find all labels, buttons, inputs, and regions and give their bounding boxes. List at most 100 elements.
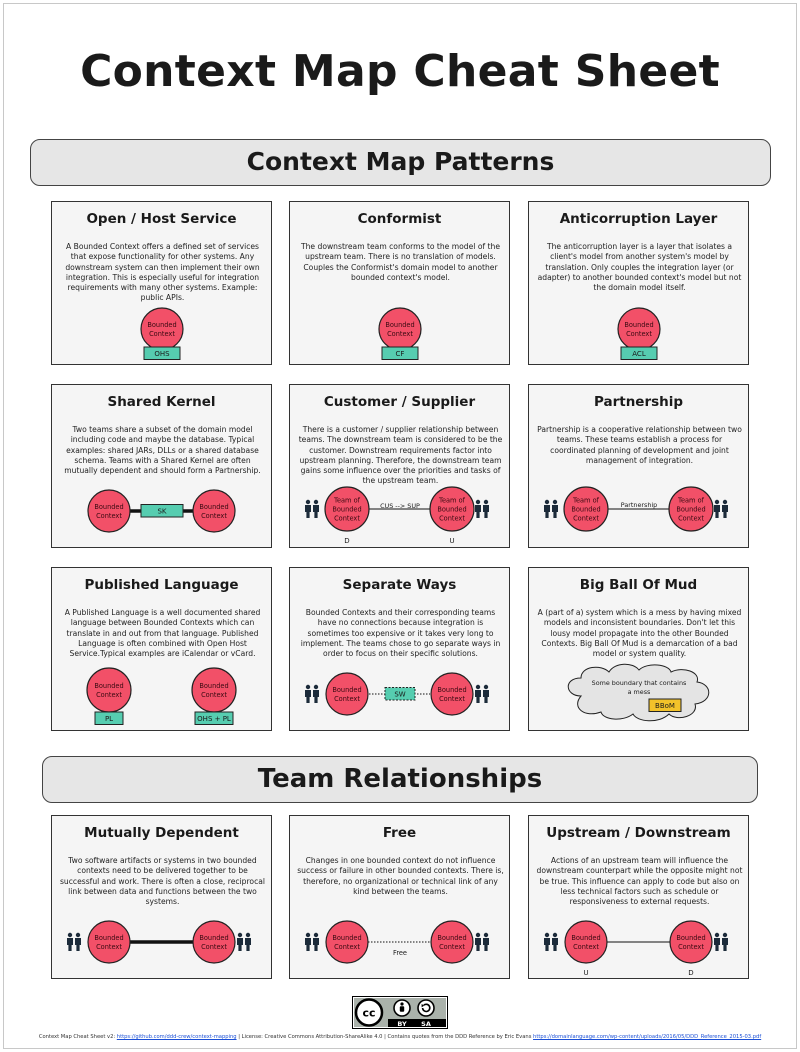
node-label: Bounded bbox=[676, 506, 705, 514]
right-team-a-body bbox=[475, 505, 481, 518]
bounded-context-node bbox=[564, 920, 608, 964]
card-conformist: Conformist The downstream team conforms … bbox=[289, 201, 510, 365]
bounded-context-node bbox=[87, 920, 131, 964]
bounded-context-node bbox=[325, 672, 369, 716]
node-label: Context bbox=[439, 515, 465, 523]
pattern-tag bbox=[143, 346, 181, 360]
ohs-pl-tag bbox=[194, 711, 234, 725]
bounded-context-node bbox=[617, 307, 661, 351]
node-label: Context bbox=[201, 691, 227, 699]
right-team-a-body bbox=[237, 938, 243, 951]
card-description: Actions of an upstream team will influen… bbox=[536, 856, 743, 907]
node-label: Bounded bbox=[199, 934, 228, 942]
card-description: Changes in one bounded context do not in… bbox=[297, 856, 504, 896]
card-title: Conformist bbox=[357, 211, 442, 227]
card-big-ball-of-mud: Big Ball Of Mud A (part of a) system whi… bbox=[528, 567, 749, 731]
right-team-a-head bbox=[714, 499, 720, 505]
card-customer-supplier: Customer / Supplier There is a customer … bbox=[289, 384, 510, 548]
tag-label: OHS bbox=[154, 350, 170, 358]
node-label: Context bbox=[439, 695, 465, 703]
node-label: Bounded bbox=[199, 682, 228, 690]
card-description: A (part of a) system which is a mess by … bbox=[537, 608, 742, 659]
tag-label: ACL bbox=[632, 350, 646, 358]
left-team-b-head bbox=[313, 499, 319, 505]
pattern-tag bbox=[381, 346, 419, 360]
right-team-b-body bbox=[483, 938, 489, 951]
right-team-b-body bbox=[722, 938, 728, 951]
bounded-context-node bbox=[378, 307, 422, 351]
node-label: Bounded bbox=[624, 321, 653, 329]
node-label: Context bbox=[96, 512, 122, 520]
right-team-a-head bbox=[714, 932, 720, 938]
upstream-marker: U bbox=[449, 537, 454, 545]
right-team-a-head bbox=[475, 684, 481, 690]
card-description: Partnership is a cooperative relationshi… bbox=[537, 425, 742, 465]
node-label: Bounded bbox=[385, 321, 414, 329]
bounded-context-node bbox=[192, 489, 236, 533]
tag-label: OHS + PL bbox=[197, 715, 231, 723]
card-title: Open / Host Service bbox=[86, 211, 237, 227]
left-team-b-body bbox=[313, 938, 319, 951]
ddd-reference-link[interactable]: https://domainlanguage.com/wp-content/up… bbox=[533, 1034, 762, 1040]
card-open-host-service: Open / Host Service A Bounded Context of… bbox=[51, 201, 272, 365]
card-description: Two teams share a subset of the domain m… bbox=[64, 425, 261, 476]
node-label: Team of bbox=[333, 496, 361, 504]
node-label: Bounded bbox=[676, 934, 705, 942]
card-title: Free bbox=[382, 825, 417, 841]
right-team-b-body bbox=[245, 938, 251, 951]
right-team-b-head bbox=[722, 499, 728, 505]
node-label: Team of bbox=[438, 496, 466, 504]
team-context-node bbox=[429, 486, 475, 532]
right-team-a-head bbox=[237, 932, 243, 938]
cloud-text-line1: Some boundary that contains bbox=[592, 679, 687, 687]
bounded-context-node bbox=[430, 672, 474, 716]
node-label: Bounded bbox=[332, 934, 361, 942]
bounded-context-node bbox=[87, 489, 131, 533]
node-label: Team of bbox=[572, 496, 600, 504]
node-label: Context bbox=[387, 330, 413, 338]
cc-license-badge: cc BY SA bbox=[352, 996, 448, 1029]
right-team-b-body bbox=[483, 690, 489, 703]
node-label: Context bbox=[439, 943, 465, 951]
node-label: Context bbox=[334, 695, 360, 703]
node-label: Context bbox=[96, 691, 122, 699]
left-team-a-head bbox=[544, 932, 550, 938]
card-title: Separate Ways bbox=[342, 577, 457, 593]
node-label: Context bbox=[201, 512, 227, 520]
sw-tag bbox=[384, 687, 416, 701]
node-label: Bounded bbox=[437, 506, 466, 514]
left-team-a-body bbox=[544, 505, 550, 518]
downstream-marker: D bbox=[344, 537, 349, 545]
left-team-b-head bbox=[552, 499, 558, 505]
left-team-b-body bbox=[313, 505, 319, 518]
card-title: Big Ball Of Mud bbox=[579, 577, 698, 593]
card-description: A Published Language is a well documente… bbox=[64, 608, 261, 659]
card-description: Bounded Contexts and their corresponding… bbox=[300, 608, 501, 659]
repo-link[interactable]: https://github.com/ddd-crew/context-mapp… bbox=[116, 1034, 237, 1040]
right-team-b-body bbox=[483, 505, 489, 518]
left-team-a-body bbox=[544, 938, 550, 951]
node-label: Bounded bbox=[147, 321, 176, 329]
share-alike-icon bbox=[417, 999, 435, 1017]
card-published-language: Published Language A Published Language … bbox=[51, 567, 272, 731]
node-label: Bounded bbox=[332, 686, 361, 694]
left-team-b-body bbox=[552, 938, 558, 951]
node-label: Context bbox=[678, 943, 704, 951]
right-team-a-head bbox=[475, 499, 481, 505]
left-team-a-body bbox=[67, 938, 73, 951]
sk-tag bbox=[140, 504, 184, 518]
tag-label: SW bbox=[394, 691, 405, 699]
tag-label: BBoM bbox=[655, 702, 675, 710]
left-team-a-head bbox=[305, 684, 311, 690]
right-team-a-body bbox=[475, 938, 481, 951]
left-team-b-body bbox=[552, 505, 558, 518]
upstream-marker: U bbox=[583, 969, 588, 977]
downstream-marker: D bbox=[688, 969, 693, 977]
left-team-b-body bbox=[75, 938, 81, 951]
right-team-b-head bbox=[483, 499, 489, 505]
node-label: Context bbox=[573, 943, 599, 951]
